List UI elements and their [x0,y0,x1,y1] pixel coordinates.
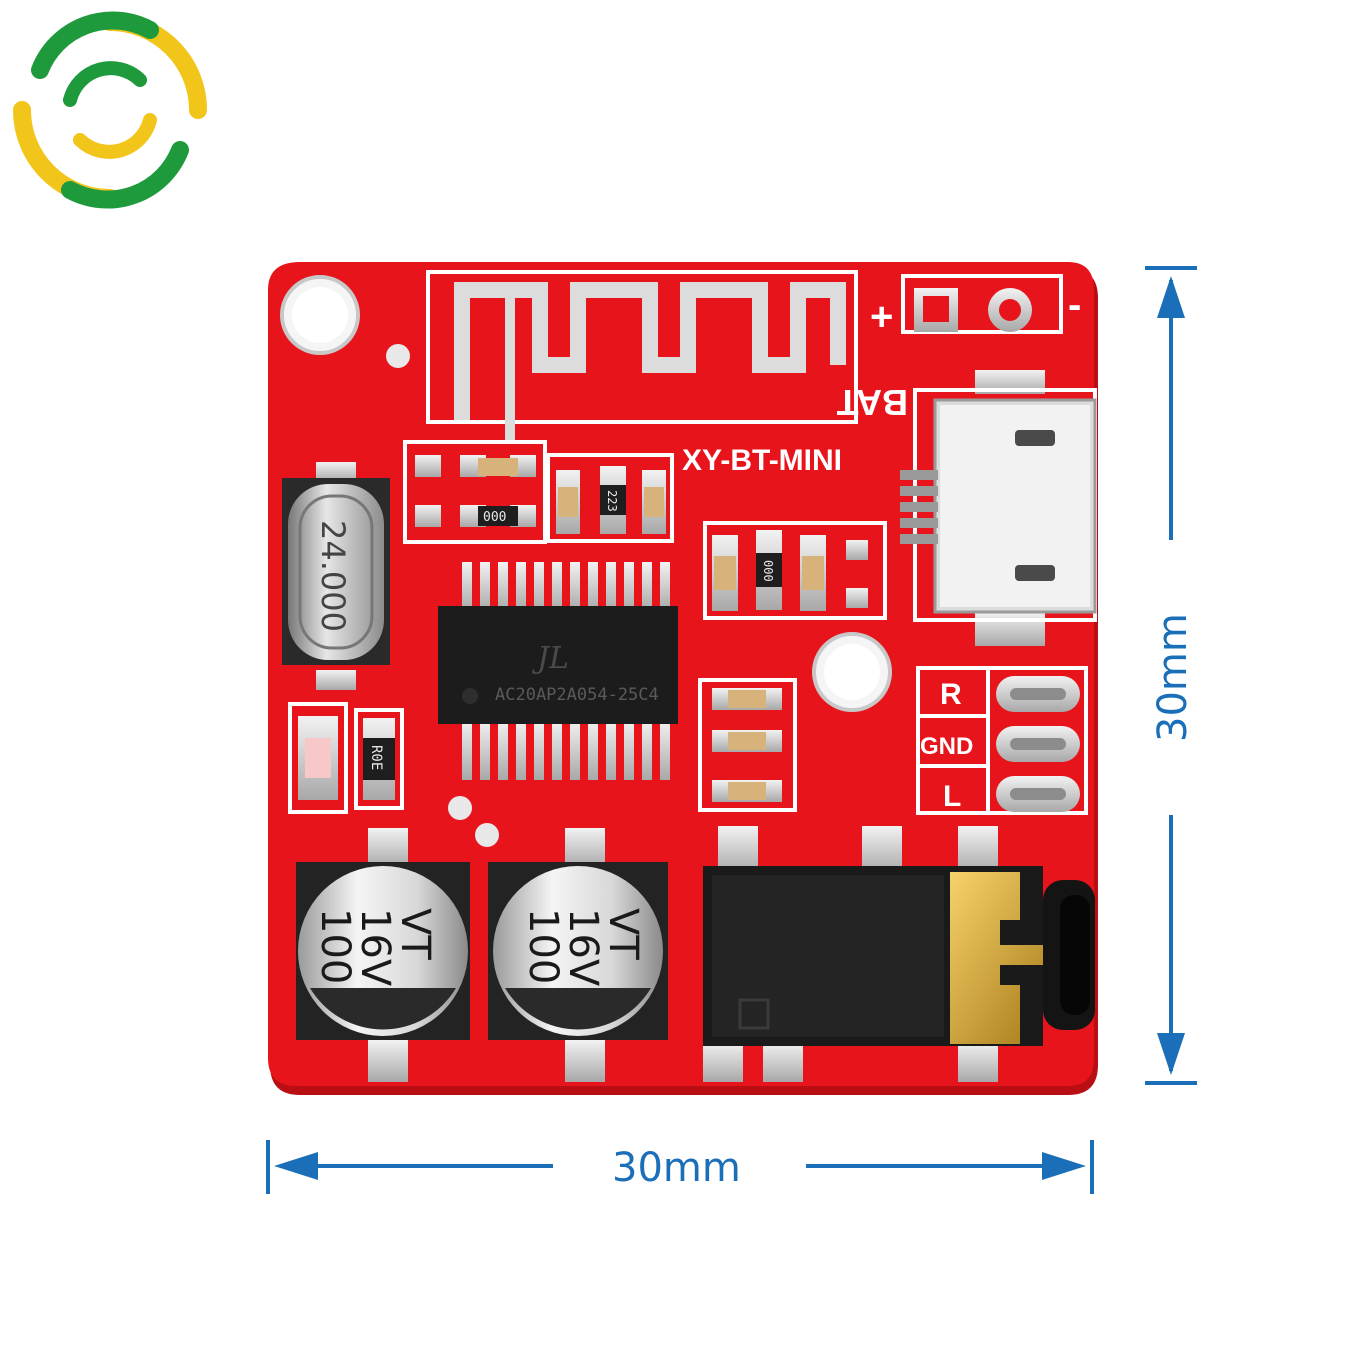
chip-marking: AC20AP2A054-25C4 [495,685,659,705]
pin-r-label: R [940,678,962,711]
cap2-series: VT [600,908,646,960]
cap1-series: VT [392,908,438,960]
cap2-voltage: 16V [560,908,606,987]
pin-l-label: L [943,780,961,813]
cap1-voltage: 16V [352,908,398,987]
height-dimension: 30mm [1145,266,1197,1085]
battery-label: BAT [837,382,908,423]
width-dimension: 30mm [266,1140,1094,1194]
resistor-4-label: R0E [368,745,384,770]
resistor-3-label: 000 [761,560,775,582]
chip-logo: JL [531,641,569,676]
electrolytic-capacitor: 100 16V VT [296,828,470,1082]
brand-logo [13,11,207,209]
mounting-hole [280,275,360,355]
smd-components-top: 000 223 [403,440,674,544]
via [386,344,499,847]
status-led: R0E [288,702,404,814]
pcb-antenna [426,270,858,440]
battery-pads [901,274,1063,334]
resistor-1-label: 000 [483,510,506,525]
battery-plus-label: + [870,295,893,339]
audio-output-pins [916,666,1088,815]
cap2-value: 100 [520,908,566,984]
audio-jack [703,826,1095,1082]
width-dimension-label: 30mm [612,1145,741,1191]
micro-usb-connector [900,370,1097,646]
mounting-hole [812,632,892,712]
crystal-label: 24.000 [314,520,352,632]
board-name-silk: XY-BT-MINI [682,444,842,477]
bluetooth-chip: JL AC20AP2A054-25C4 [438,562,678,780]
battery-minus-label: - [1068,283,1081,327]
crystal-oscillator: 24.000 [282,462,390,690]
pcb-board: + - BAT XY-BT-MINI 24.000 [268,262,1098,1095]
electrolytic-capacitor: 100 16V VT [488,828,668,1082]
smd-components-right: 000 [698,521,887,812]
cap1-value: 100 [312,908,358,984]
pin-gnd-label: GND [920,733,973,760]
resistor-2-label: 223 [605,490,619,512]
height-dimension-label: 30mm [1150,613,1196,742]
